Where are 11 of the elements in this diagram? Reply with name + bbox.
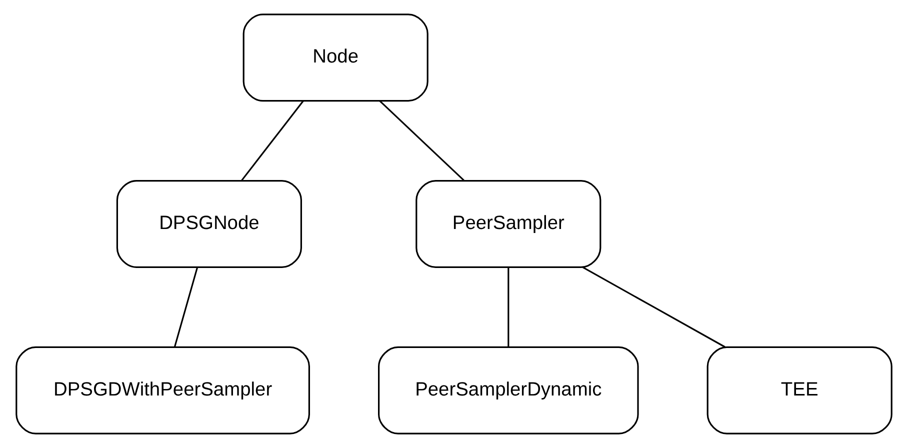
node-box: PeerSamplerDynamic <box>378 346 639 434</box>
node-box: DPSGDWithPeerSampler <box>16 346 310 434</box>
connector <box>241 100 304 181</box>
node-box: TEE <box>706 346 892 434</box>
connector <box>582 266 726 348</box>
connector <box>379 100 464 181</box>
connector <box>174 266 198 347</box>
node-box: PeerSampler <box>416 180 602 268</box>
connector <box>508 267 510 347</box>
node-box: Node <box>242 14 428 102</box>
node-box: DPSGNode <box>116 180 302 268</box>
